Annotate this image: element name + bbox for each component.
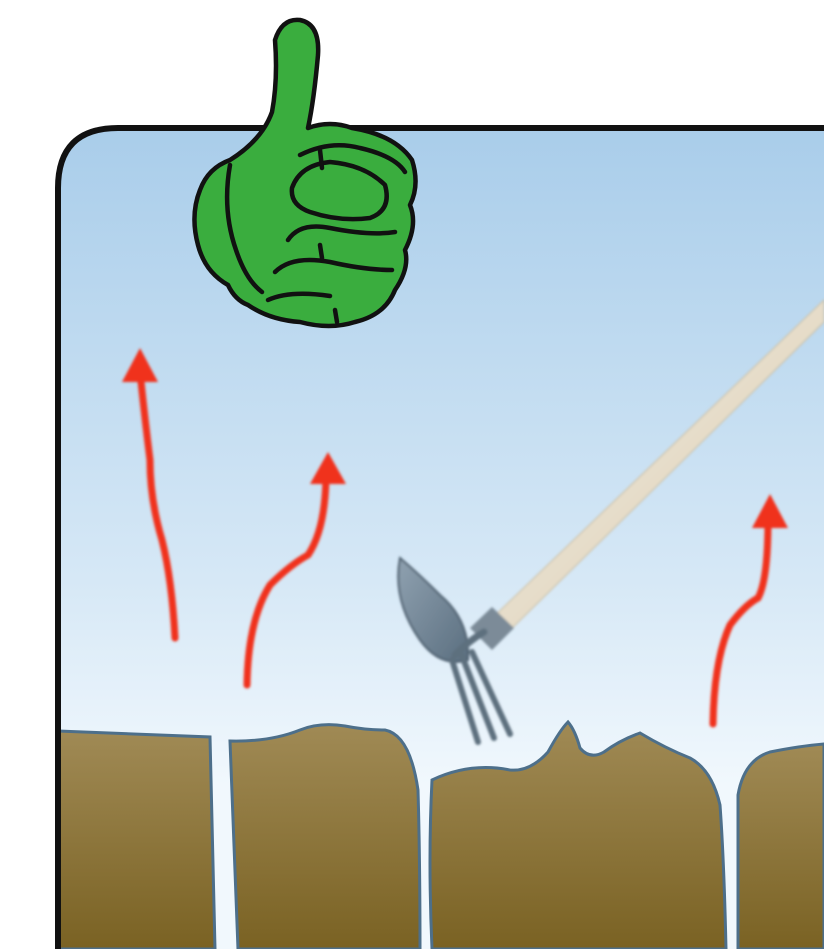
scene-frame bbox=[58, 128, 824, 949]
soil-block-2 bbox=[230, 725, 420, 949]
soil-block-1 bbox=[58, 731, 215, 949]
thumbs-up-icon bbox=[194, 20, 415, 326]
soil-block-4 bbox=[738, 744, 824, 949]
